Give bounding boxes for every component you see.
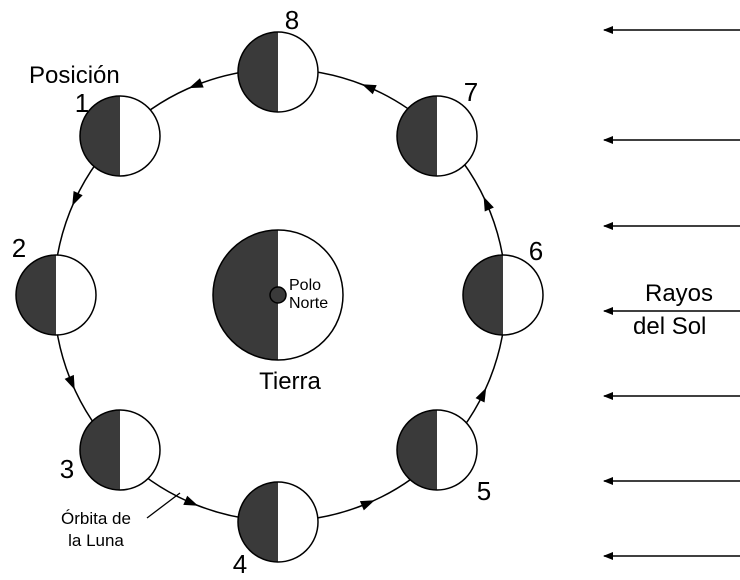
- moon-outline: [79, 95, 161, 177]
- moon-outline: [396, 409, 478, 491]
- orbit-arrowhead: [475, 387, 487, 403]
- position-heading: Posición: [29, 62, 120, 89]
- orbit-direction-arrows: [64, 78, 494, 511]
- north-pole-marker: [269, 286, 287, 304]
- moon-position-8: [237, 31, 319, 113]
- moon-dark-half: [397, 96, 437, 176]
- moon-outline: [237, 31, 319, 113]
- orbit-leader-line: [146, 492, 181, 519]
- moon-dark-half: [238, 482, 278, 562]
- moon-dark-half: [80, 96, 120, 176]
- orbit-arrowhead: [483, 196, 494, 212]
- moon-outline: [462, 254, 544, 336]
- orbit-arrowhead: [359, 500, 375, 511]
- position-5-number: 5: [477, 476, 491, 506]
- norte-label: Norte: [289, 295, 328, 312]
- moon-lit-half: [437, 410, 477, 490]
- moon-position-7: [396, 95, 478, 177]
- earth-outline: [212, 229, 344, 361]
- moon-dark-half: [463, 255, 503, 335]
- earth-dark-half: [213, 230, 278, 360]
- moon-lit-half: [278, 482, 318, 562]
- moon-lit-half: [437, 96, 477, 176]
- moon-position-6: [462, 254, 544, 336]
- moon-outline: [15, 254, 97, 336]
- moons: [15, 31, 544, 563]
- orbit-label-line-2: la Luna: [68, 531, 124, 550]
- earth-lit-half: [278, 230, 343, 360]
- moon-position-3: [79, 409, 161, 491]
- moon-lit-half: [278, 32, 318, 112]
- orbit-arrowhead: [361, 84, 377, 95]
- moon-position-2: [15, 254, 97, 336]
- polo-label: Polo: [289, 277, 321, 294]
- moon-position-5: [396, 409, 478, 491]
- orbit-arrowhead: [188, 78, 204, 89]
- moon-position-4: [237, 481, 319, 563]
- position-6-number: 6: [529, 236, 543, 266]
- orbit-arrowhead: [72, 191, 83, 206]
- orbit-label-line-1: Órbita de: [61, 509, 131, 528]
- moon-outline: [79, 409, 161, 491]
- position-1-number: 1: [75, 88, 89, 118]
- position-7-number: 7: [464, 77, 478, 107]
- position-8-number: 8: [285, 5, 299, 35]
- moon-lit-half: [120, 96, 160, 176]
- earth-label: Tierra: [259, 368, 321, 395]
- moon-position-1: [79, 95, 161, 177]
- sun-rays: [603, 26, 740, 560]
- earth: [212, 229, 344, 361]
- sun-rays-label-line-1: Rayos: [645, 280, 713, 307]
- moon-dark-half: [16, 255, 56, 335]
- position-3-number: 3: [60, 454, 74, 484]
- sun-rays-label-line-2: del Sol: [633, 313, 706, 340]
- moon-dark-half: [238, 32, 278, 112]
- moon-outline: [396, 95, 478, 177]
- orbit-arrowhead: [183, 495, 199, 506]
- position-2-number: 2: [12, 233, 26, 263]
- moon-lit-half: [120, 410, 160, 490]
- moon-lit-half: [56, 255, 96, 335]
- position-4-number: 4: [233, 549, 247, 579]
- orbit-arrowhead: [64, 374, 75, 390]
- moon-outline: [237, 481, 319, 563]
- moon-lit-half: [503, 255, 543, 335]
- moon-dark-half: [80, 410, 120, 490]
- moon-dark-half: [397, 410, 437, 490]
